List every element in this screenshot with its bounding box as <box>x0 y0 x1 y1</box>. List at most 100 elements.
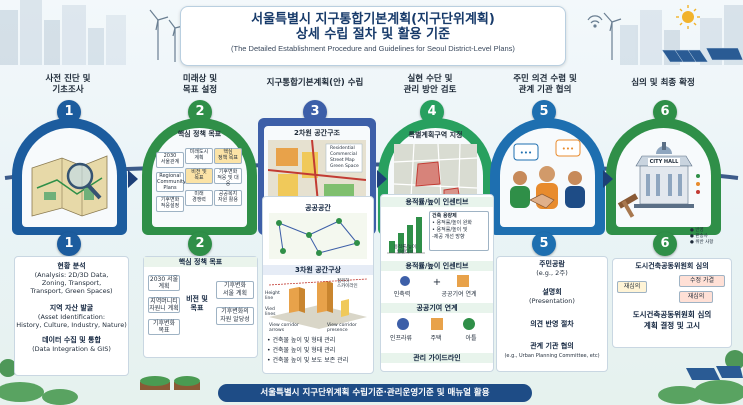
lower-2-left-2: 기후변화 목표 <box>148 319 180 335</box>
step-6-details: 도시건축공동위원회 심의 재심의 수정 가결 재심의 도시건축공동위원회 심의 … <box>612 258 732 348</box>
solar-panel-icon <box>686 366 743 380</box>
chip-vision: 비전 및 목표 <box>185 168 213 184</box>
legend-violation: ● 위반 사항 <box>690 240 714 245</box>
chip-future: 미래도시 계획 <box>185 148 213 164</box>
row2-item-0: 인프라류 <box>389 335 413 342</box>
step-4-details: 용적률/높이 인센티브 용적률/높이 인센티브 건축 용량제 • 용적률/높이 … <box>380 194 494 372</box>
city-hall-icon <box>634 142 694 208</box>
lower-2-header: 핵심 정책 목표 <box>144 257 257 267</box>
gavel-icon <box>617 193 639 218</box>
footer-banner: 서울특별시 지구단위계획 수립기준·관리운영기준 및 매뉴얼 활용 <box>218 384 532 402</box>
step-3-title: 지구통합기본계획(안) 수립 <box>266 78 364 88</box>
step-6-panel: CITY HALL <box>606 118 721 235</box>
guideline-label: 관리 가이드라인 <box>381 353 493 363</box>
planter-icon <box>140 376 200 390</box>
lower-2-right-0: 기후변화 서울 계획 <box>216 281 254 299</box>
legend-street: Street Map <box>330 158 355 163</box>
presentation-sub: (Presentation) <box>529 297 575 305</box>
greenery <box>0 350 743 405</box>
svg-text:•••: ••• <box>562 145 574 153</box>
step-2-title: 미래상 및 목표 설정 <box>182 74 218 95</box>
step-2-panel: 핵심 정책 목표 2030 서울관계 미래도시 계획 핵심 정책 목표 Regi… <box>142 118 257 235</box>
lower-2-right-1: 기후변화의 자원 알당성 <box>216 307 254 325</box>
svg-text:+: + <box>433 277 441 288</box>
analysis-sub: (Analysis: 2D/3D Data, Zoning, Transport… <box>30 271 113 295</box>
resubmit-chip: 재심의 <box>617 281 647 293</box>
step-1-details: 현황 분석 (Analysis: 2D/3D Data, Zoning, Tra… <box>14 256 129 376</box>
page-title-english: (The Detailed Establishment Procedure an… <box>231 44 515 53</box>
legend-green: Green Space <box>330 164 359 169</box>
skyline-right <box>620 5 743 65</box>
presentation: 설명회 <box>542 288 562 296</box>
chart-label: 용적률/높이 인센티브 <box>393 245 417 255</box>
legend-commercial: Commercial <box>330 152 357 157</box>
label-vied-lines: Vied lines <box>265 307 276 317</box>
legend-residential: Residential <box>330 146 355 151</box>
bullet-1: • 건축물 높이 및 형태 관리 <box>267 337 336 344</box>
agency-consult-sub: (e.g., Urban Planning Committee, etc) <box>504 353 600 359</box>
panel-2-header: 핵심 정책 목표 <box>177 130 222 138</box>
sun-icon <box>676 5 700 29</box>
chip-climate: 기후변화 적응 및 대응 <box>214 168 242 187</box>
step-1-title: 사전 진단 및 기초조사 <box>45 74 91 95</box>
step-6-title: 심의 및 최종 확정 <box>631 78 695 88</box>
legend-reflect: ● 반영 <box>690 228 704 233</box>
resubmit-chip-2: 재심의 <box>679 291 713 303</box>
bullet-3: • 건축물 높이 및 보도 보존 관리 <box>267 357 349 364</box>
flow-arrow-1 <box>128 170 138 188</box>
step-5-panel: ••• ••• <box>490 118 605 235</box>
panel-3-header: 2차원 공간구조 <box>294 129 340 137</box>
step-5-title: 주민 의견 수렴 및 관계 기관 협의 <box>513 74 577 95</box>
data-title: 데이터 수집 및 통합 <box>42 336 101 344</box>
handshake-icon <box>529 193 555 209</box>
city-hall-sign: CITY HALL <box>648 158 680 166</box>
analysis-title: 현황 분석 <box>57 262 86 270</box>
3d-space-header: 3차원 공간구상 <box>263 265 373 275</box>
approved-revised-chip: 수정 가결 <box>679 275 725 287</box>
solar-panel-icon <box>661 47 743 63</box>
flow-arrow-3 <box>377 170 387 188</box>
wifi-icon <box>587 15 603 28</box>
agency-consult: 관계 기관 협의 <box>530 342 574 350</box>
incentive-icons: + <box>400 275 469 288</box>
legend-plaintiff: ● 판송사 <box>690 234 708 239</box>
asset-sub: (Asset Identification: History, Culture,… <box>16 313 127 329</box>
step-5-lower-badge: 5 <box>532 232 556 256</box>
public-hearing: 주민공람 <box>539 260 565 268</box>
row2-item-2: 아틀 <box>465 335 477 342</box>
3d-massing-illustration <box>269 278 367 329</box>
label-height-line: Height line <box>265 291 280 301</box>
city-hall-illustration <box>617 142 700 218</box>
panel-4-header: 특별계획구역 지정 <box>408 131 463 139</box>
lower-4-header-1: 용적률/높이 인센티브 <box>381 197 493 207</box>
page-subtitle: 상세 수립 절차 및 활용 기준 <box>295 27 451 42</box>
bullet-2: • 건축물 높이 및 형태 관리 <box>267 347 336 354</box>
row1-item-0: 인축력 <box>393 291 411 298</box>
chip-2030: 2030 서울관계 <box>156 152 184 168</box>
consultation-illustration: ••• ••• <box>510 139 585 209</box>
map-analysis-illustration <box>31 155 108 217</box>
incentive-bar-chart <box>387 217 425 254</box>
lower-4-header-3: 공공기여 연계 <box>381 303 493 313</box>
step-2-lower-badge: 2 <box>188 232 212 256</box>
incentive-box: 건축 용량제 • 용적률/높이 완화 • 용적률/높이 및 -제공 개선 방향 <box>429 211 489 251</box>
final-decision: 도시건축공동위원회 심의 계획 결정 및 고시 <box>632 310 712 330</box>
chip-core-goal: 핵심 정책 목표 <box>214 148 242 164</box>
chip-welfare: 공공복지 자원 활용 <box>214 190 242 206</box>
public-space-network <box>269 213 367 259</box>
page-title: 서울특별시 지구통합기본계획(지구단위계획) <box>251 12 495 27</box>
step-2-details: 핵심 정책 목표 2030 서울 계획 지역머니티 자원니 계획 기후변화 목표… <box>143 256 258 358</box>
magnifier-icon <box>66 162 102 200</box>
lower-2-left-0: 2030 서울 계획 <box>148 275 180 291</box>
row1-item-1: 공공기여 연계 <box>441 291 477 298</box>
flow-arrow-5 <box>603 170 613 188</box>
label-view-arrows: View corridor arrows <box>269 323 299 333</box>
legend-dots <box>696 174 700 194</box>
label-skyline: 접목하 스카이라인 <box>337 279 358 289</box>
step-1-lower-badge: 1 <box>57 232 81 256</box>
wind-turbine-icon <box>149 9 622 62</box>
public-hearing-sub: (e.g., 2주) <box>536 269 568 277</box>
chip-climate-set: 기후변화 적응설정 <box>156 196 184 212</box>
